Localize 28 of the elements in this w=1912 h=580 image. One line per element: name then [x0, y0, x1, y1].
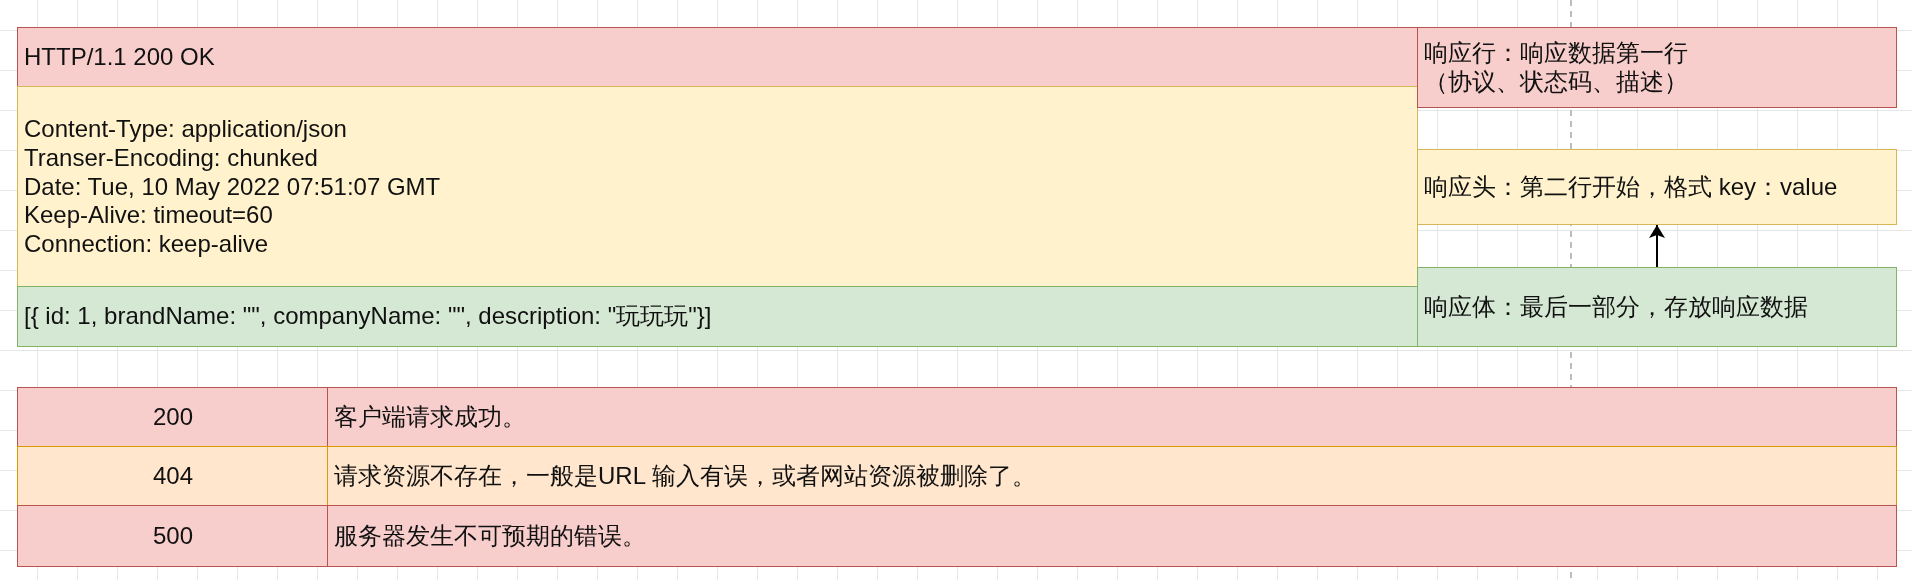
note-text: 响应体：最后一部分，存放响应数据 [1424, 292, 1808, 322]
status-code: 404 [152, 462, 193, 491]
arrow [1649, 224, 1665, 268]
note-box [1417, 267, 1897, 347]
table-cell [17, 505, 329, 567]
body-text: [{ id: 1, brandName: "", companyName: "", description: "玩玩玩"}] [24, 302, 712, 331]
header-line: Transer-Encoding: chunked [24, 143, 318, 173]
header-line: Keep-Alive: timeout=60 [24, 201, 273, 231]
header-box [17, 86, 1418, 288]
note-box [1417, 149, 1897, 225]
note-text: 响应行：响应数据第一行（协议、状态码、描述） [1424, 38, 1689, 97]
table-cell [17, 446, 329, 507]
table-cell [17, 387, 329, 448]
note-box [1417, 27, 1897, 108]
table-cell [327, 505, 1897, 567]
note-text: 响应头：第二行开始，格式 key：value [1424, 172, 1838, 202]
table-cell [327, 446, 1897, 507]
header-line: Date: Tue, 10 May 2022 07:51:07 GMT [24, 172, 441, 202]
header-line: Connection: keep-alive [24, 230, 269, 259]
header-line: Content-Type: application/json [24, 115, 347, 144]
table-cell [327, 387, 1897, 448]
status-code: 500 [152, 521, 193, 551]
body-box [17, 286, 1418, 347]
status-description: 请求资源不存在，一般是URL 输入有误，或者网站资源被删除了。 [334, 462, 1036, 491]
status-line-text: HTTP/1.1 200 OK [24, 43, 215, 72]
status-description: 服务器发生不可预期的错误。 [334, 521, 646, 551]
status-code: 200 [152, 403, 193, 432]
status-description: 客户端请求成功。 [334, 403, 526, 432]
